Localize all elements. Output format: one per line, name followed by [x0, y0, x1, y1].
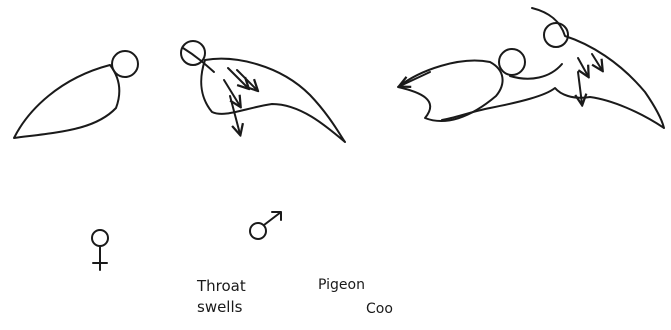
- pair-left-bird-body: [398, 61, 503, 121]
- pair-left-head: [499, 49, 525, 75]
- throat-label: Throat: [197, 279, 246, 294]
- pair-neck-link: [510, 64, 562, 79]
- pair-throat-arrow-1: [578, 58, 588, 76]
- male-pigeon-figure: [181, 41, 345, 142]
- swells-label: swells: [197, 300, 242, 315]
- pigeon-label: Pigeon: [318, 278, 365, 292]
- female-head: [112, 51, 138, 77]
- male-symbol: [250, 212, 281, 239]
- female-pigeon-figure: [14, 51, 138, 138]
- male-body-outline: [201, 59, 345, 142]
- pair-throat-arrow-2: [592, 54, 602, 70]
- coo-label: Coo: [366, 302, 393, 316]
- pigeon-pair-figure: [398, 8, 664, 128]
- pair-throat-arrow-3: [578, 72, 582, 104]
- male-head: [181, 41, 205, 65]
- female-body-outline: [14, 65, 119, 138]
- pair-left-tail-arrow: [400, 72, 430, 86]
- female-symbol: [92, 230, 108, 270]
